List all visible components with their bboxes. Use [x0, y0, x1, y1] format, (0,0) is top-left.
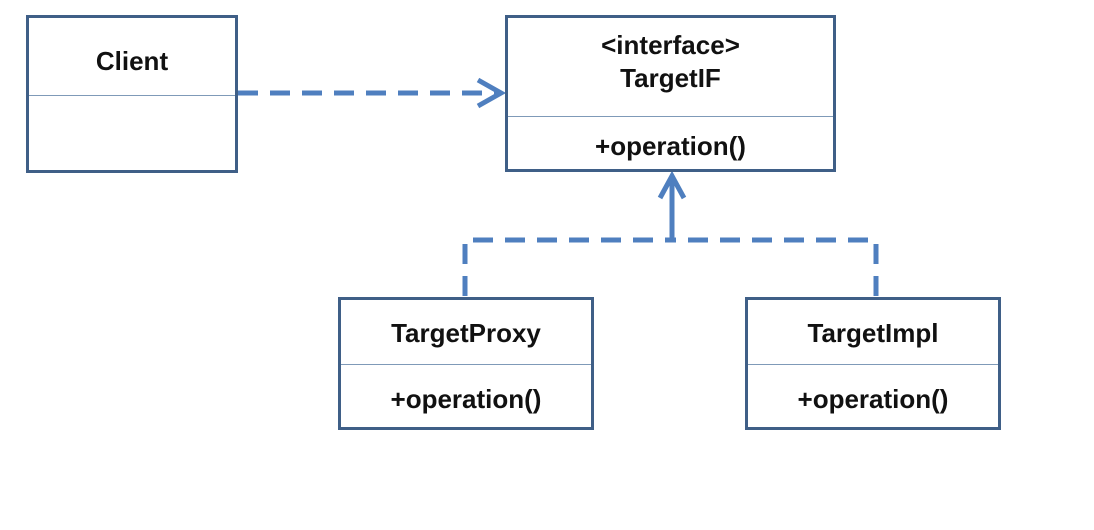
targetproxy-divider — [341, 364, 591, 365]
targetimpl-divider — [748, 364, 998, 365]
targetproxy-operation: +operation() — [390, 384, 542, 414]
realization-arrowhead — [657, 170, 687, 200]
targetimpl-realization-line — [672, 237, 879, 296]
targetif-operation: +operation() — [595, 131, 746, 161]
client-class-name: Client — [95, 46, 169, 76]
client-divider — [29, 95, 235, 96]
targetproxy-class-name: TargetProxy — [391, 318, 541, 348]
dependency-arrowhead — [476, 77, 507, 109]
targetimpl-operation: +operation() — [797, 384, 949, 414]
targetif-class-name: TargetIF — [620, 63, 721, 93]
targetimpl-class-name: TargetImpl — [807, 318, 939, 348]
targetproxy-class-box[interactable]: TargetProxy +operation() — [338, 297, 594, 430]
targetif-stereotype: <interface> — [601, 30, 740, 60]
targetproxy-realization-line — [462, 237, 672, 296]
targetif-divider — [508, 116, 833, 117]
targetif-interface-box[interactable]: <interface> TargetIF +operation() — [505, 15, 836, 172]
targetimpl-class-box[interactable]: TargetImpl +operation() — [745, 297, 1001, 430]
client-class-box[interactable]: Client — [26, 15, 238, 173]
